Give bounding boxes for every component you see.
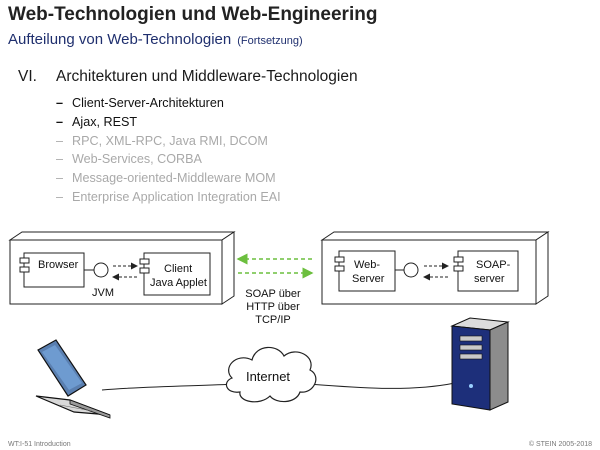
browser-component: Browser <box>19 252 85 288</box>
section-title: Architekturen und Middleware-Technologie… <box>56 68 358 85</box>
footer-left: WT:I-51 Introduction <box>8 441 71 448</box>
client-dependency-arrows <box>112 262 138 281</box>
server-label: Server <box>352 273 385 285</box>
client-label: Client <box>164 263 192 275</box>
subtitle-note: (Fortsetzung) <box>237 35 303 47</box>
topic-label: Web-Services, CORBA <box>72 152 202 167</box>
cloud-icon: Internet <box>225 346 317 403</box>
svg-text:HTTP über: HTTP über <box>246 301 300 313</box>
topic-item: –Client-Server-Architekturen <box>56 96 224 110</box>
topic-label: RPC, XML-RPC, Java RMI, DCOM <box>72 133 268 148</box>
web-label: Web- <box>354 259 380 271</box>
topic-label: Enterprise Application Integration EAI <box>72 189 281 204</box>
topic-item: –Web-Services, CORBA <box>56 152 202 167</box>
page-title: Web-Technologien und Web-Engineering <box>8 4 378 25</box>
applet-label: Java Applet <box>150 277 207 289</box>
section-heading: VI. Architekturen und Middleware-Technolo… <box>18 68 358 86</box>
section-number: VI. <box>18 68 37 85</box>
svg-text:TCP/IP: TCP/IP <box>255 314 290 326</box>
topic-item: –Ajax, REST <box>56 114 138 129</box>
protocol-arrows <box>236 253 314 279</box>
subtitle-text: Aufteilung von Web-Technologien <box>8 31 232 48</box>
page-subtitle: Aufteilung von Web-Technologien (Fortsetz… <box>8 31 303 48</box>
svg-text:SOAP über: SOAP über <box>245 288 301 300</box>
topic-item: –Enterprise Application Integration EAI <box>56 189 281 204</box>
protocol-label: SOAP über HTTP über TCP/IP <box>245 288 301 326</box>
laptop-icon <box>35 339 111 419</box>
internet-label: Internet <box>246 369 290 384</box>
jvm-label: JVM <box>92 287 114 299</box>
web-server-component: Web- Server <box>334 250 396 292</box>
topic-item: –Message-oriented-Middleware MOM <box>56 171 276 186</box>
footer-right: © STEIN 2005-2018 <box>528 441 592 448</box>
architecture-diagram: Browser JVM Client Java Applet SOAP über… <box>8 231 550 419</box>
server-interface <box>395 262 419 278</box>
soap-label: SOAP- <box>476 259 511 271</box>
topic-label: Client-Server-Architekturen <box>72 96 224 110</box>
client-applet-component: Client Java Applet <box>139 252 211 296</box>
topic-list: –Client-Server-Architekturen –Ajax, REST… <box>56 94 281 207</box>
soap-server-label: server <box>474 273 505 285</box>
topic-label: Message-oriented-Middleware MOM <box>72 171 276 186</box>
server-dependency-arrows <box>423 262 449 281</box>
server-tower-icon <box>450 317 510 411</box>
soap-server-component: SOAP- server <box>453 250 519 292</box>
browser-label: Browser <box>38 259 79 271</box>
topic-label: Ajax, REST <box>72 114 138 129</box>
topic-item: –RPC, XML-RPC, Java RMI, DCOM <box>56 133 268 148</box>
jvm-interface: JVM <box>84 262 114 299</box>
network-lines <box>101 382 456 391</box>
